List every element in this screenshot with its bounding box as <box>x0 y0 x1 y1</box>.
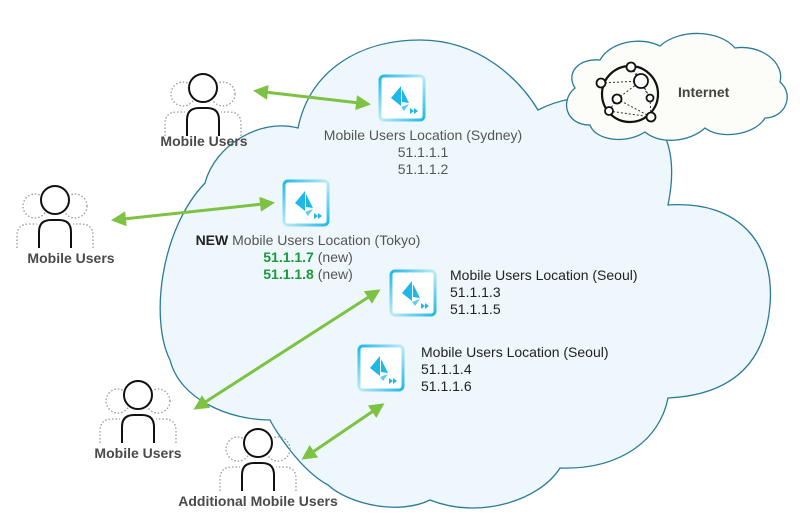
mobile-users-icon <box>16 185 94 249</box>
user-group-label: Mobile Users <box>27 250 115 266</box>
location-seoul-2: Mobile Users Location (Seoul) 51.1.1.4 5… <box>421 344 609 395</box>
new-badge: NEW <box>195 232 229 248</box>
connection-arrow <box>111 196 275 227</box>
ip-address: 51.1.1.3 <box>450 284 501 300</box>
mobile-users-location-icon[interactable] <box>378 74 426 122</box>
mobile-users-location-icon[interactable] <box>357 344 405 392</box>
mobile-users-icon <box>164 73 242 137</box>
connection-arrow <box>253 84 371 111</box>
internet-cloud <box>566 32 788 141</box>
ip-address: 51.1.1.6 <box>421 378 472 394</box>
ip-suffix: (new) <box>317 266 353 282</box>
ip-address-new: 51.1.1.7 <box>263 249 314 265</box>
ip-address-new: 51.1.1.8 <box>263 266 314 282</box>
location-name: Mobile Users Location (Sydney) <box>323 127 523 143</box>
ip-address: 51.1.1.2 <box>397 161 449 177</box>
internet-globe-icon <box>595 61 660 124</box>
location-name: Mobile Users Location (Tokyo) <box>232 232 421 248</box>
ip-address: 51.1.1.5 <box>450 301 501 317</box>
user-group-label: Mobile Users <box>94 445 182 461</box>
location-name: Mobile Users Location (Seoul) <box>450 267 638 283</box>
connection-arrow <box>301 403 385 460</box>
ip-address: 51.1.1.1 <box>397 144 449 160</box>
ip-address: 51.1.1.4 <box>421 361 472 377</box>
location-name: Mobile Users Location (Seoul) <box>421 344 609 360</box>
internet-label: Internet <box>678 84 730 100</box>
location-sydney: Mobile Users Location (Sydney) 51.1.1.1 … <box>324 127 522 178</box>
connection-arrow <box>193 289 381 410</box>
location-seoul-1: Mobile Users Location (Seoul) 51.1.1.3 5… <box>450 267 638 318</box>
location-tokyo: NEW Mobile Users Location (Tokyo) 51.1.1… <box>196 232 421 283</box>
mobile-users-location-icon[interactable] <box>282 179 330 227</box>
user-group-label: Mobile Users <box>160 133 248 149</box>
user-group-label: Additional Mobile Users <box>178 493 338 509</box>
mobile-users-icon <box>99 380 177 444</box>
ip-suffix: (new) <box>317 249 353 265</box>
